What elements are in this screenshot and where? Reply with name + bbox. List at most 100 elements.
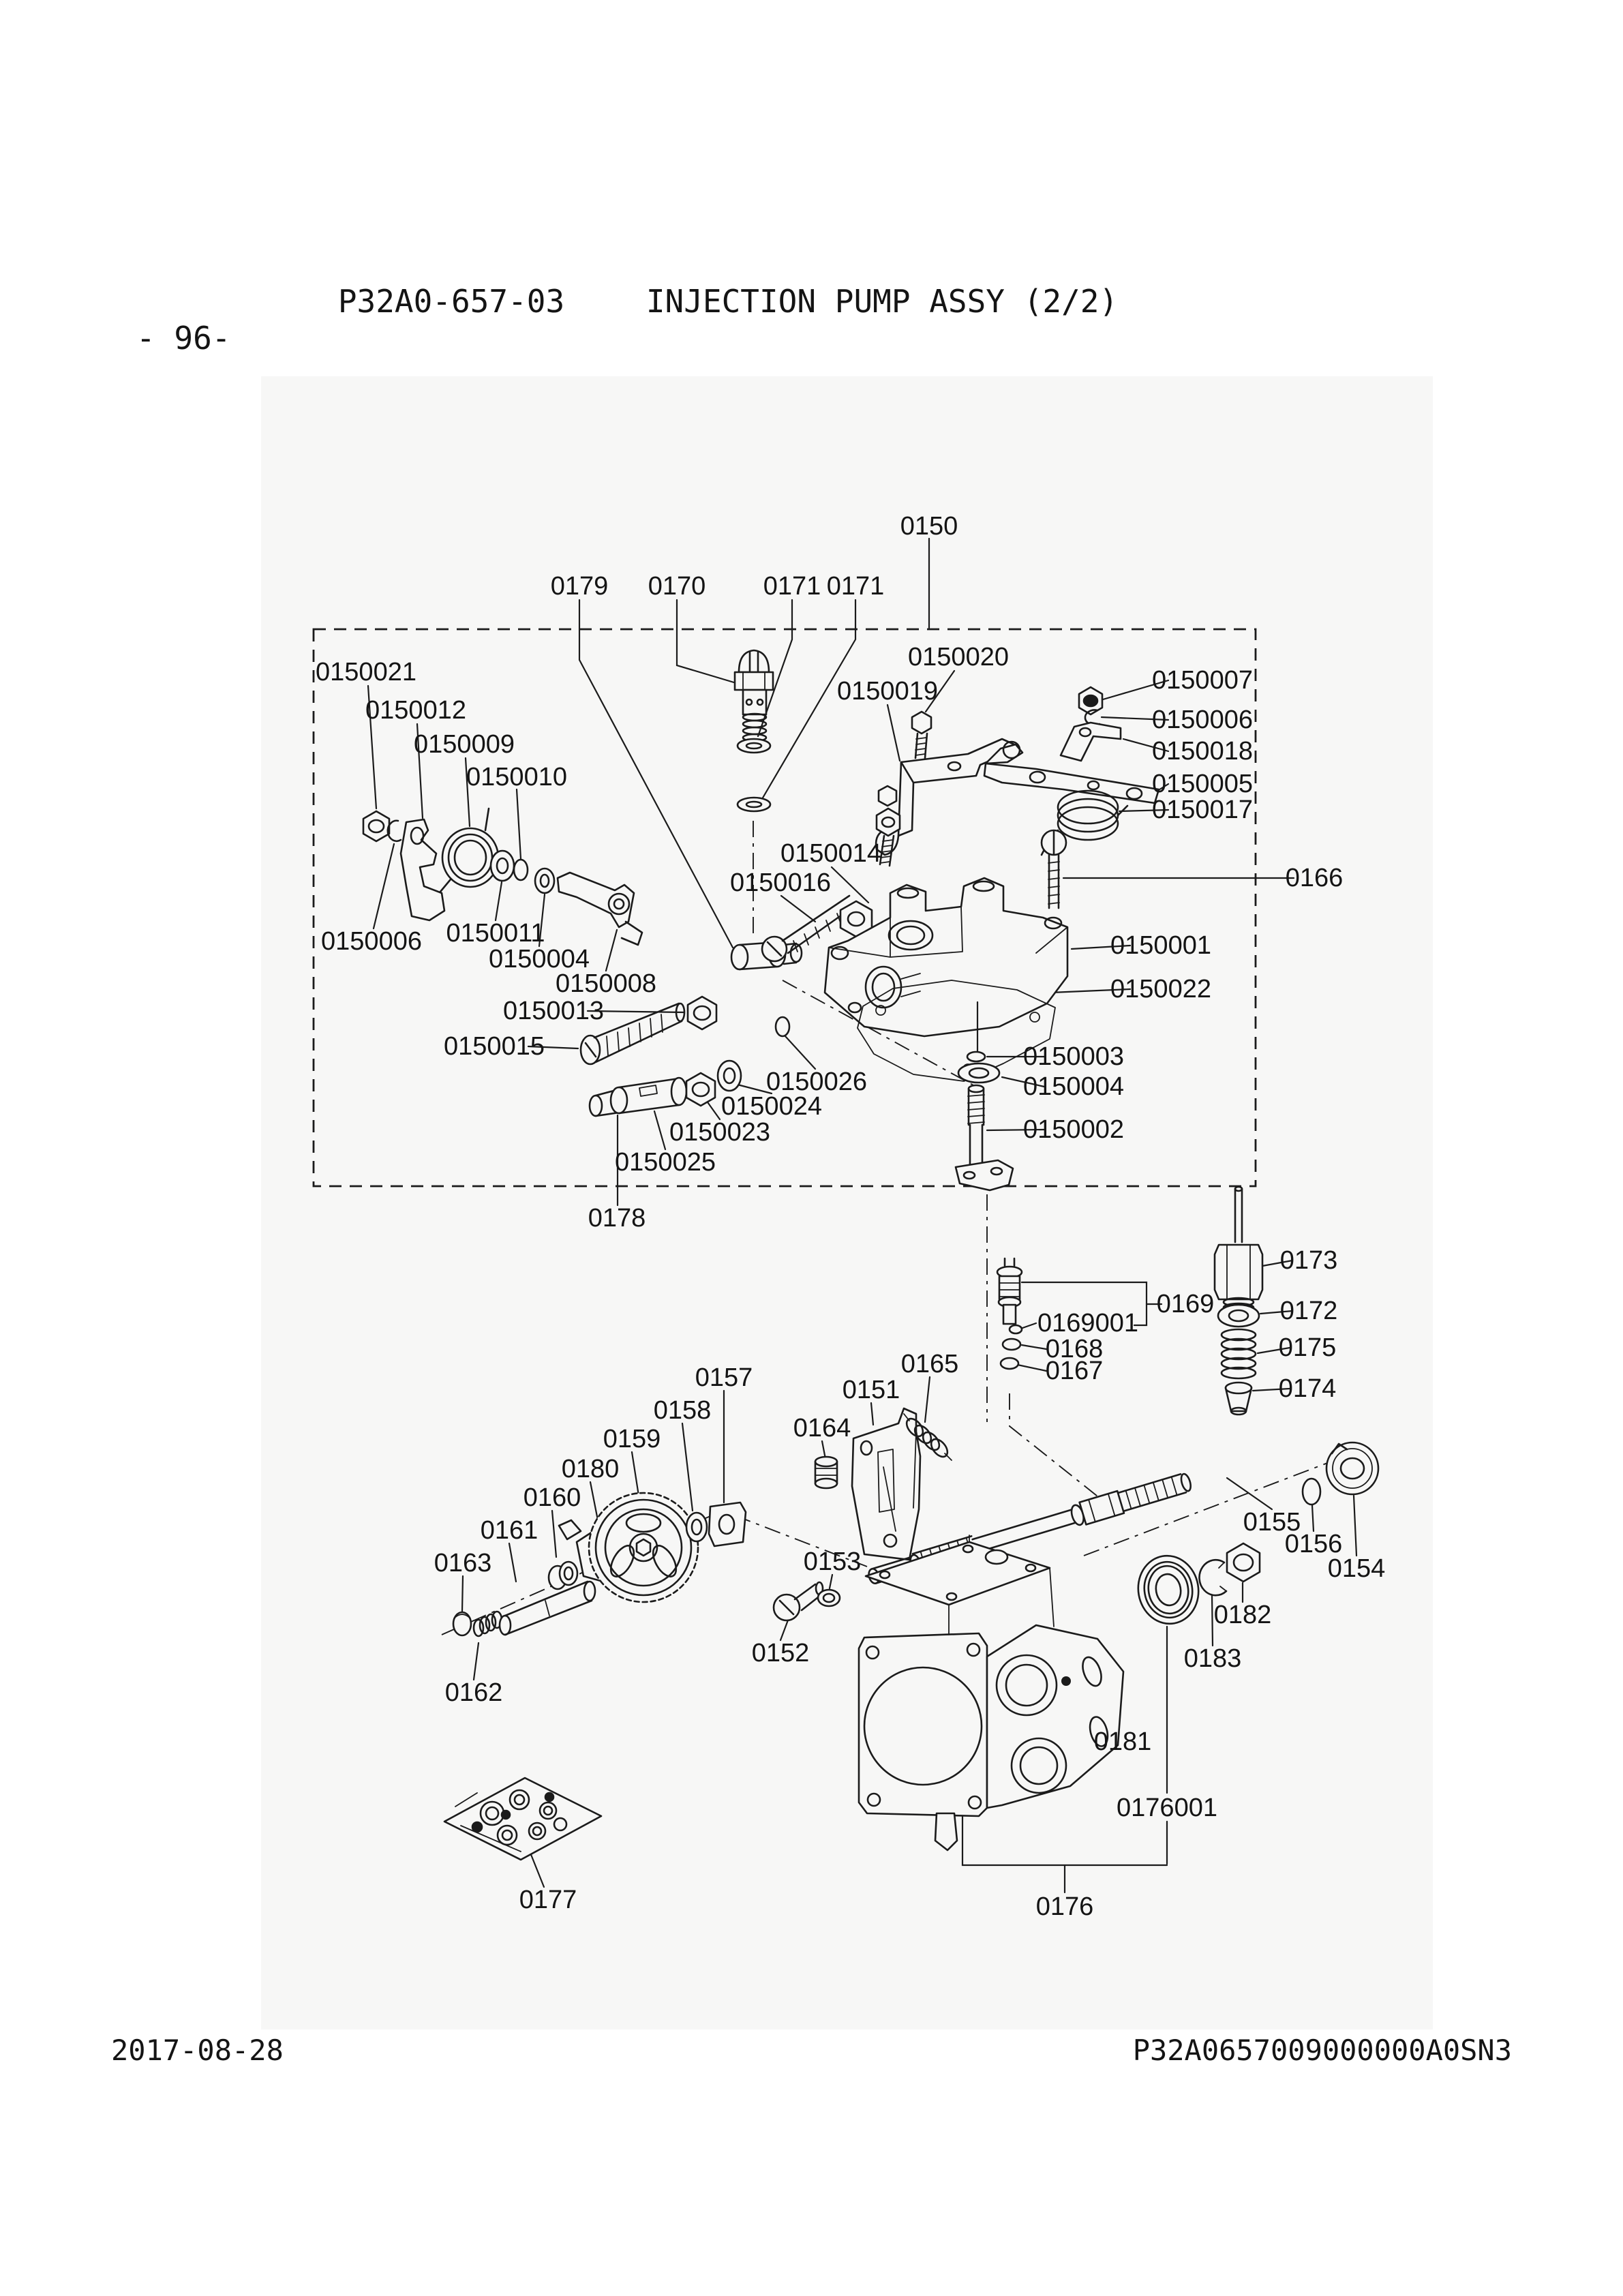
doc-number: P32A0-657-03: [338, 283, 564, 320]
part-ring-0150003: [966, 1051, 986, 1063]
leader-0155: [1226, 1477, 1273, 1511]
part-bracket-0150018: [1059, 721, 1122, 762]
leader-0163: [461, 1575, 464, 1613]
part-bolt-0150020: [911, 710, 932, 759]
leader-0150026: [784, 1035, 817, 1070]
part-washer-0172: [1217, 1303, 1260, 1328]
part-bearing-0176001: [1137, 1554, 1200, 1625]
part-label-0151: 0151: [843, 1376, 900, 1404]
leader-0150019: [886, 704, 901, 762]
leader-0150020: [924, 669, 956, 713]
leader-0150007: [1102, 679, 1170, 701]
part-label-0178: 0178: [588, 1204, 646, 1233]
part-oring-0156: [1301, 1477, 1322, 1506]
part-label-0180: 0180: [562, 1455, 620, 1483]
leader-0150022: [1050, 988, 1132, 994]
part-plate-0157: [708, 1501, 747, 1547]
part-label-0150022: 0150022: [1110, 975, 1211, 1003]
leader-0172: [1259, 1310, 1294, 1315]
part-stud-0150014: [875, 785, 901, 867]
leader-0169001: [1021, 1322, 1037, 1329]
leader-0153: [828, 1573, 834, 1590]
leader-0168: [1020, 1344, 1048, 1350]
part-nut-0150007: [1078, 686, 1104, 716]
leader-0150008: [605, 928, 618, 972]
leader-0179: [578, 599, 734, 949]
part-camshaft-0161: [498, 1580, 596, 1636]
part-label-0170: 0170: [648, 572, 706, 601]
leader-0150013: [586, 1010, 686, 1014]
part-washers-0160: [547, 1560, 579, 1590]
part-label-0152: 0152: [752, 1639, 810, 1667]
leader-0150001: [1070, 944, 1132, 950]
part-pump-housing-0176: [858, 1535, 1125, 1852]
part-label-0150006: 0150006: [1152, 706, 1253, 734]
part-label-0150004: 0150004: [489, 945, 590, 973]
part-nut-0150013: [686, 995, 718, 1031]
leader-0176-bracket: [961, 1813, 1168, 1867]
leader-0150014: [830, 866, 870, 904]
leader-0159: [631, 1451, 640, 1497]
leader-0171-2: [761, 599, 857, 800]
leader-0150024: [733, 1083, 773, 1095]
part-label-0150018: 0150018: [1152, 737, 1253, 766]
part-label-0150007: 0150007: [1152, 666, 1253, 695]
part-washer-0158: [685, 1511, 708, 1543]
leader-0156: [1311, 1504, 1315, 1532]
centerline-plunger-axis: [1083, 1460, 1335, 1556]
part-label-0155: 0155: [1243, 1508, 1301, 1537]
part-gear-0159: [588, 1492, 699, 1603]
part-label-0150020: 0150020: [908, 643, 1009, 671]
part-lever-0150008: [556, 871, 643, 946]
part-control-bracket-0151: [851, 1407, 922, 1561]
leader-0150009: [464, 757, 471, 828]
part-label-0150012: 0150012: [365, 696, 466, 725]
part-label-0172: 0172: [1280, 1297, 1338, 1325]
marker-dot-0181: [1061, 1676, 1071, 1686]
leader-0150004-r: [1001, 1076, 1046, 1088]
part-cap-0163: [452, 1611, 472, 1637]
part-label-0166: 0166: [1286, 864, 1344, 892]
part-washer-0171-upper: [736, 738, 772, 754]
leader-0150012: [416, 723, 424, 819]
part-label-0171: 0171: [827, 572, 885, 601]
part-nut-0150021: [362, 810, 402, 843]
part-ring-0169001: [1008, 1324, 1023, 1335]
part-label-0177: 0177: [519, 1886, 577, 1914]
part-label-0168: 0168: [1046, 1335, 1104, 1363]
part-clamp-bracket-0150019: [875, 738, 1016, 856]
leader-0150006-r: [1100, 716, 1170, 721]
leader-0154: [1352, 1494, 1358, 1557]
part-oring-0150010: [513, 858, 529, 881]
part-plunger-0170: [733, 649, 774, 742]
part-washer-0150004-right: [957, 1062, 1001, 1084]
part-label-0154: 0154: [1328, 1554, 1386, 1583]
part-label-0169001: 0169001: [1037, 1309, 1138, 1338]
leader-0150010: [515, 788, 522, 860]
part-plug-0164: [814, 1455, 838, 1490]
footer-document-id: P32A0657009000000A0SN3: [1133, 2034, 1512, 2067]
leader-0165: [924, 1376, 931, 1423]
part-label-0159: 0159: [603, 1425, 661, 1453]
page-number: - 96-: [136, 320, 230, 357]
leader-0164: [821, 1440, 827, 1460]
part-label-0150010: 0150010: [466, 763, 567, 791]
part-spring-0162: [472, 1610, 503, 1637]
leader-0150021: [367, 684, 378, 810]
part-washer-0150004-left: [534, 867, 556, 894]
part-stop-lever-0150002: [954, 1084, 1014, 1192]
part-nut-0182: [1226, 1542, 1261, 1583]
leader-0162: [472, 1642, 480, 1681]
part-label-0150008: 0150008: [556, 969, 656, 998]
part-label-0150019: 0150019: [837, 677, 938, 706]
part-washer-0150011: [489, 849, 515, 882]
footer-date: 2017-08-28: [111, 2034, 284, 2067]
part-label-0150011: 0150011: [446, 919, 545, 948]
leader-0150011: [494, 881, 503, 922]
leader-0158: [681, 1422, 694, 1512]
part-label-0162: 0162: [445, 1678, 503, 1707]
leader-0170: [676, 599, 738, 684]
part-label-0175: 0175: [1279, 1333, 1337, 1362]
leader-0150023: [705, 1099, 721, 1121]
